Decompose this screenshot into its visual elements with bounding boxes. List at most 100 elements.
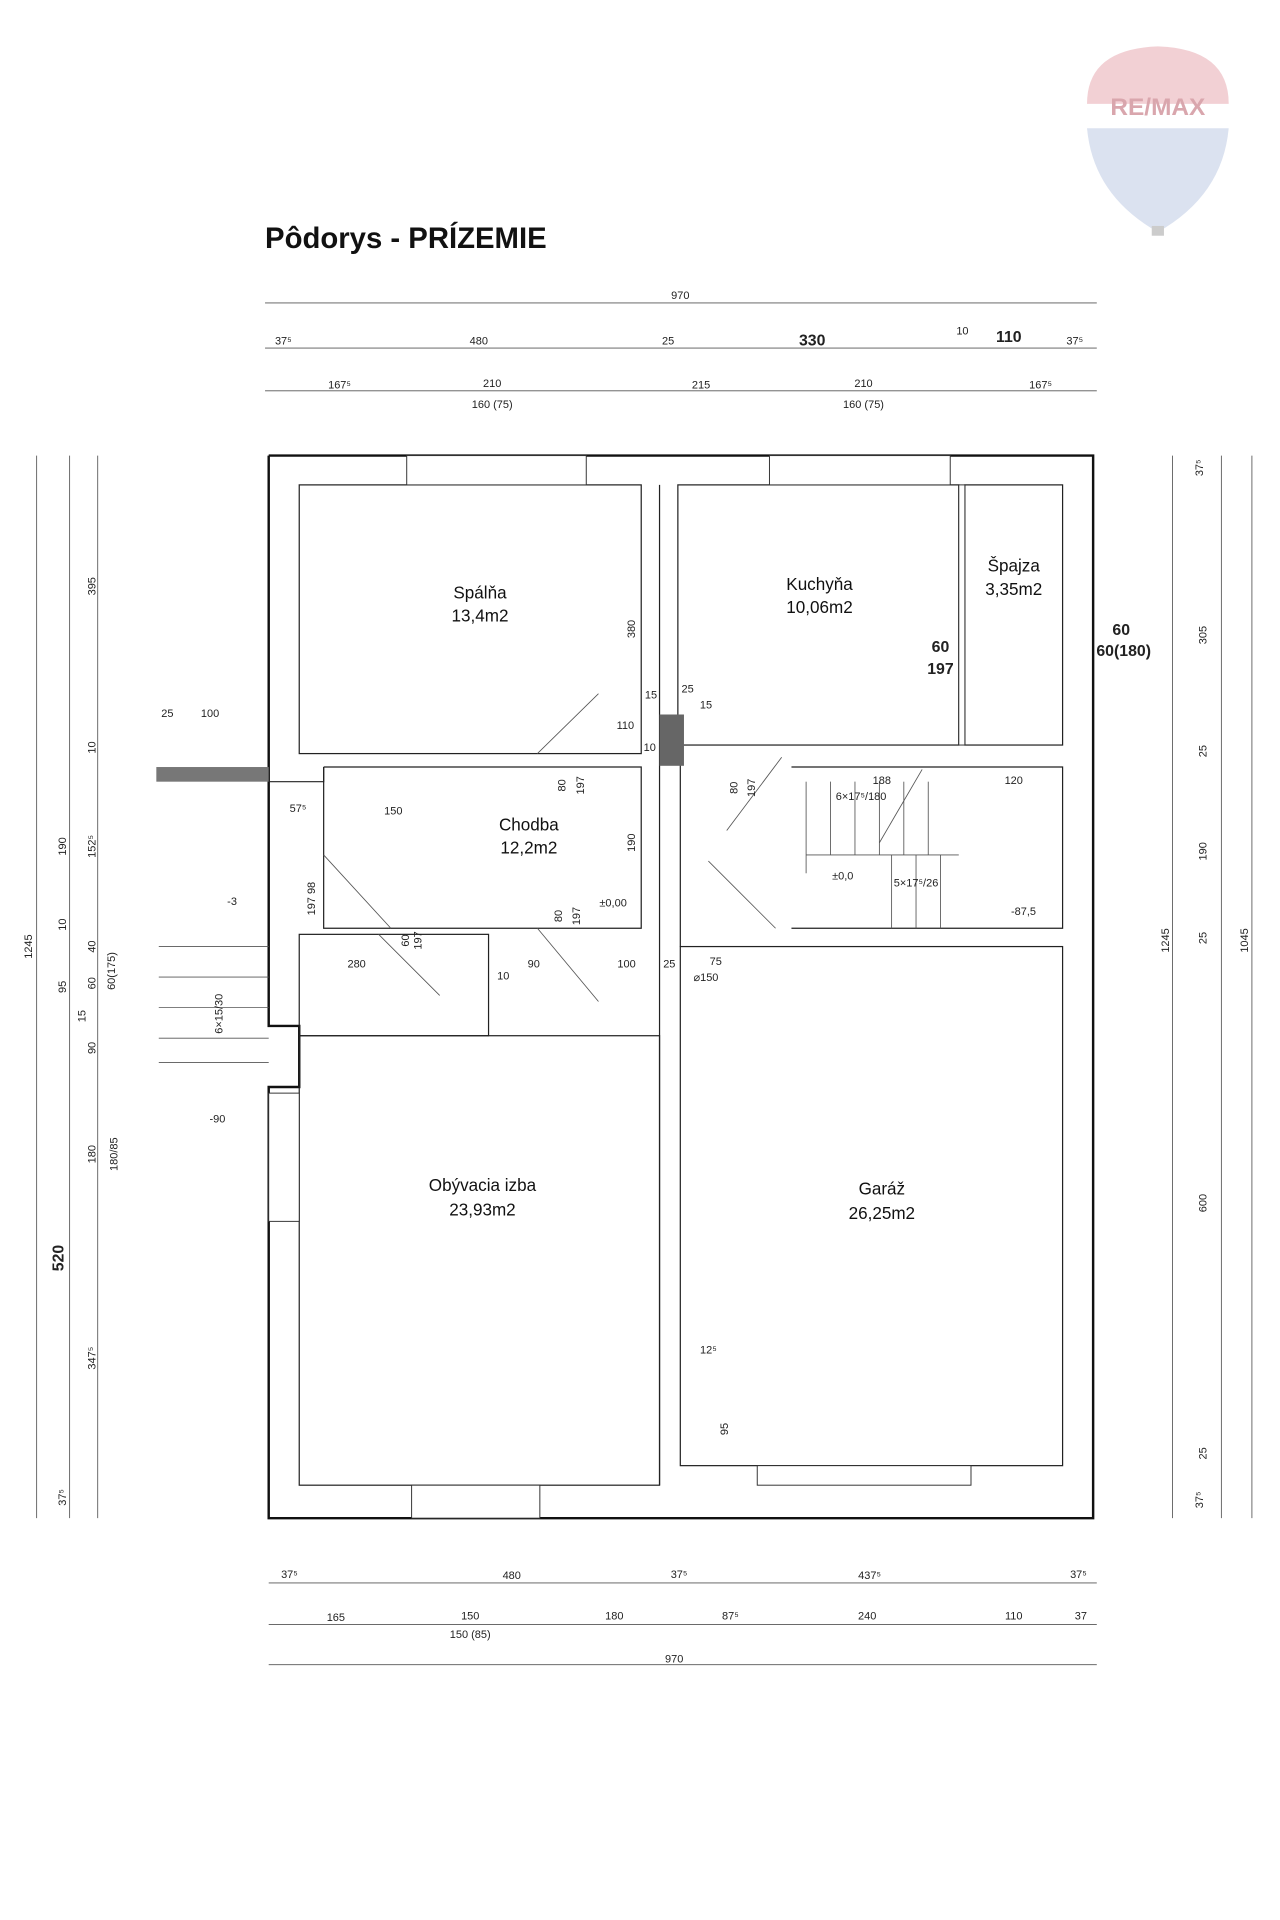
walls — [267, 454, 1095, 1520]
note: 6×17⁵/180 — [836, 791, 887, 803]
room-area: 23,93m2 — [449, 1200, 515, 1219]
note: 80 — [556, 779, 568, 791]
dim: 10 — [57, 918, 69, 930]
room-name: Garáž — [859, 1180, 906, 1199]
dim: 167⁵ — [328, 379, 351, 391]
dim: 330 — [799, 333, 826, 350]
dim: 37⁵ — [281, 1569, 298, 1581]
dim: 10 — [86, 741, 98, 753]
note: 6×15/30 — [213, 994, 225, 1034]
note: 90 — [528, 958, 540, 970]
dim: 480 — [503, 1570, 521, 1582]
dim: 520 — [51, 1245, 68, 1272]
dim: 395 — [86, 577, 98, 595]
dim: 305 — [1198, 626, 1210, 644]
dim: 180/85 — [108, 1137, 120, 1171]
dims-top: 970 37⁵ 480 25 330 10 110 37⁵ 167⁵ 210 1… — [275, 290, 1083, 411]
dimension-lines — [36, 302, 1253, 1666]
note: 380 — [626, 620, 638, 638]
room-spajza: Špajza 3,35m2 — [985, 557, 1042, 599]
dim: 190 — [1198, 842, 1210, 860]
room-kuchyna: Kuchyňa 10,06m2 — [786, 575, 853, 617]
room-area: 10,06m2 — [786, 598, 852, 617]
note: 5×17⁵/26 — [894, 878, 939, 890]
dim: 10 — [956, 326, 968, 338]
note: 95 — [719, 1423, 731, 1435]
note: 80 — [729, 782, 741, 794]
dim: 37⁵ — [671, 1569, 688, 1581]
room-area: 3,35m2 — [985, 580, 1042, 599]
dim: 15 — [76, 1010, 88, 1022]
note: ±0,00 — [599, 897, 626, 909]
dim: 37⁵ — [1066, 335, 1083, 347]
note: 75 — [710, 956, 722, 968]
room-area: 26,25m2 — [849, 1204, 915, 1223]
dim: 970 — [665, 1653, 683, 1665]
dim: 25 — [1198, 932, 1210, 944]
room-area: 12,2m2 — [500, 839, 557, 858]
annotations: 60 197 60 60(180) 25 100 57⁵ 150 380 110… — [161, 620, 1151, 1435]
logo-text: RE/MAX — [1110, 94, 1206, 121]
page-title: Pôdorys - PRÍZEMIE — [265, 221, 547, 255]
note: 60(180) — [1096, 643, 1151, 660]
note: 197 — [575, 776, 587, 794]
dim: 37⁵ — [57, 1489, 69, 1506]
note: 60 — [400, 934, 412, 946]
dim: 437⁵ — [858, 1570, 881, 1582]
room-garaz: Garáž 26,25m2 — [849, 1180, 915, 1223]
room-spalna: Spálňa 13,4m2 — [452, 583, 509, 625]
dim: 180 — [605, 1611, 623, 1623]
dim: 210 — [483, 378, 501, 390]
dim: 970 — [671, 290, 689, 302]
dim: 25 — [1198, 1447, 1210, 1459]
dim: 152⁵ — [86, 835, 98, 858]
dim: 150 (85) — [450, 1629, 491, 1641]
dim: 95 — [57, 981, 69, 993]
dim: 87⁵ — [722, 1611, 739, 1623]
dim: 40 — [86, 940, 98, 952]
windows — [268, 455, 972, 1519]
dim: 600 — [1198, 1194, 1210, 1212]
note: 110 — [617, 720, 635, 732]
note: 60 — [932, 639, 950, 656]
dim: 190 — [57, 837, 69, 855]
note: ±0,0 — [832, 870, 853, 882]
note: 60 — [1112, 622, 1130, 639]
note: 190 — [626, 834, 638, 852]
dim: 1245 — [1160, 928, 1172, 952]
dims-right: 37⁵ 305 25 190 25 600 25 37⁵ 1245 1045 — [1160, 459, 1251, 1508]
note: 150 — [384, 806, 402, 818]
dim: 25 — [1198, 745, 1210, 757]
dim: 150 — [461, 1611, 479, 1623]
note: 80 — [553, 910, 565, 922]
dim: 1245 — [23, 934, 35, 958]
dim: 347⁵ — [86, 1347, 98, 1370]
dim: 165 — [327, 1612, 345, 1624]
dims-left: 1245 395 10 190 152⁵ 10 40 95 60 60(175)… — [23, 577, 120, 1506]
dim: 37⁵ — [1194, 1491, 1206, 1508]
note: 120 — [1005, 775, 1023, 787]
dim: 60(175) — [106, 952, 118, 990]
stairs — [156, 714, 959, 1064]
note: -3 — [227, 896, 237, 908]
room-name: Kuchyňa — [786, 575, 853, 594]
dim: 60 — [86, 977, 98, 989]
dim: 90 — [86, 1042, 98, 1054]
room-name: Špajza — [988, 557, 1041, 576]
dim: 37⁵ — [275, 335, 292, 347]
note: -90 — [209, 1113, 225, 1125]
dim: 37⁵ — [1194, 459, 1206, 476]
dim: 160 (75) — [843, 399, 884, 411]
room-name: Spálňa — [453, 583, 507, 602]
room-name: Chodba — [499, 816, 559, 835]
room-chodba: Chodba 12,2m2 — [499, 816, 559, 858]
note: 12⁵ — [700, 1344, 717, 1356]
dim: 160 (75) — [472, 399, 513, 411]
note: 10 — [497, 971, 509, 983]
note: 197 — [571, 907, 583, 925]
room-area: 13,4m2 — [452, 607, 509, 626]
note: 25 — [161, 708, 173, 720]
note: 100 — [617, 958, 635, 970]
